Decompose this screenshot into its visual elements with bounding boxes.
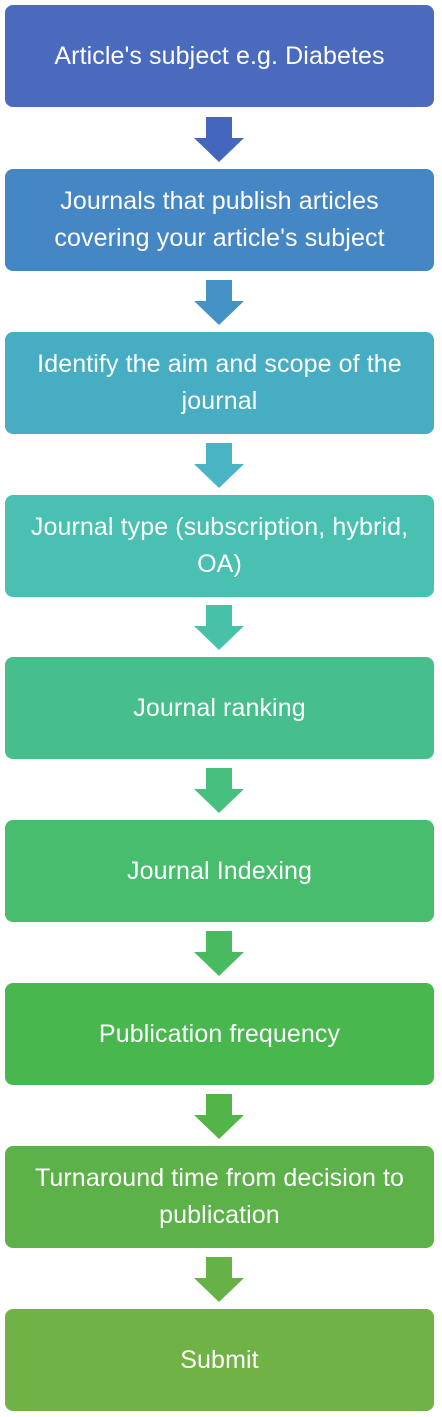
step-box-article-subject: Article's subject e.g. Diabetes bbox=[5, 5, 434, 107]
step-label: Article's subject e.g. Diabetes bbox=[54, 41, 385, 70]
arrow-down-icon bbox=[194, 1094, 244, 1139]
step-box-journal-ranking: Journal ranking bbox=[5, 657, 434, 759]
step-label: Journal Indexing bbox=[126, 856, 313, 885]
step-box-journal-indexing: Journal Indexing bbox=[5, 820, 434, 922]
step-box-publication-frequency: Publication frequency bbox=[5, 983, 434, 1085]
step-box-journals-subject: Journals that publish articles covering … bbox=[5, 169, 434, 271]
arrow-down-icon bbox=[194, 931, 244, 976]
arrow-down-icon bbox=[194, 117, 244, 162]
step-label: Submit bbox=[180, 1345, 259, 1374]
step-label: Turnaround time from decision to publica… bbox=[34, 1164, 405, 1229]
step-box-journal-type: Journal type (subscription, hybrid, OA) bbox=[5, 495, 434, 597]
step-box-aim-scope: Identify the aim and scope of the journa… bbox=[5, 332, 434, 434]
step-label: Journals that publish articles covering … bbox=[54, 187, 385, 252]
arrow-down-icon bbox=[194, 768, 244, 813]
arrow-down-icon bbox=[194, 280, 244, 325]
arrow-down-icon bbox=[194, 443, 244, 488]
arrow-down-icon bbox=[194, 1257, 244, 1302]
step-box-turnaround-time: Turnaround time from decision to publica… bbox=[5, 1146, 434, 1248]
arrow-down-icon bbox=[194, 605, 244, 650]
step-label: Journal type (subscription, hybrid, OA) bbox=[30, 513, 409, 578]
step-box-submit: Submit bbox=[5, 1309, 434, 1411]
step-label: Journal ranking bbox=[133, 693, 306, 722]
step-label: Publication frequency bbox=[98, 1019, 341, 1048]
step-label: Identify the aim and scope of the journa… bbox=[37, 350, 402, 415]
